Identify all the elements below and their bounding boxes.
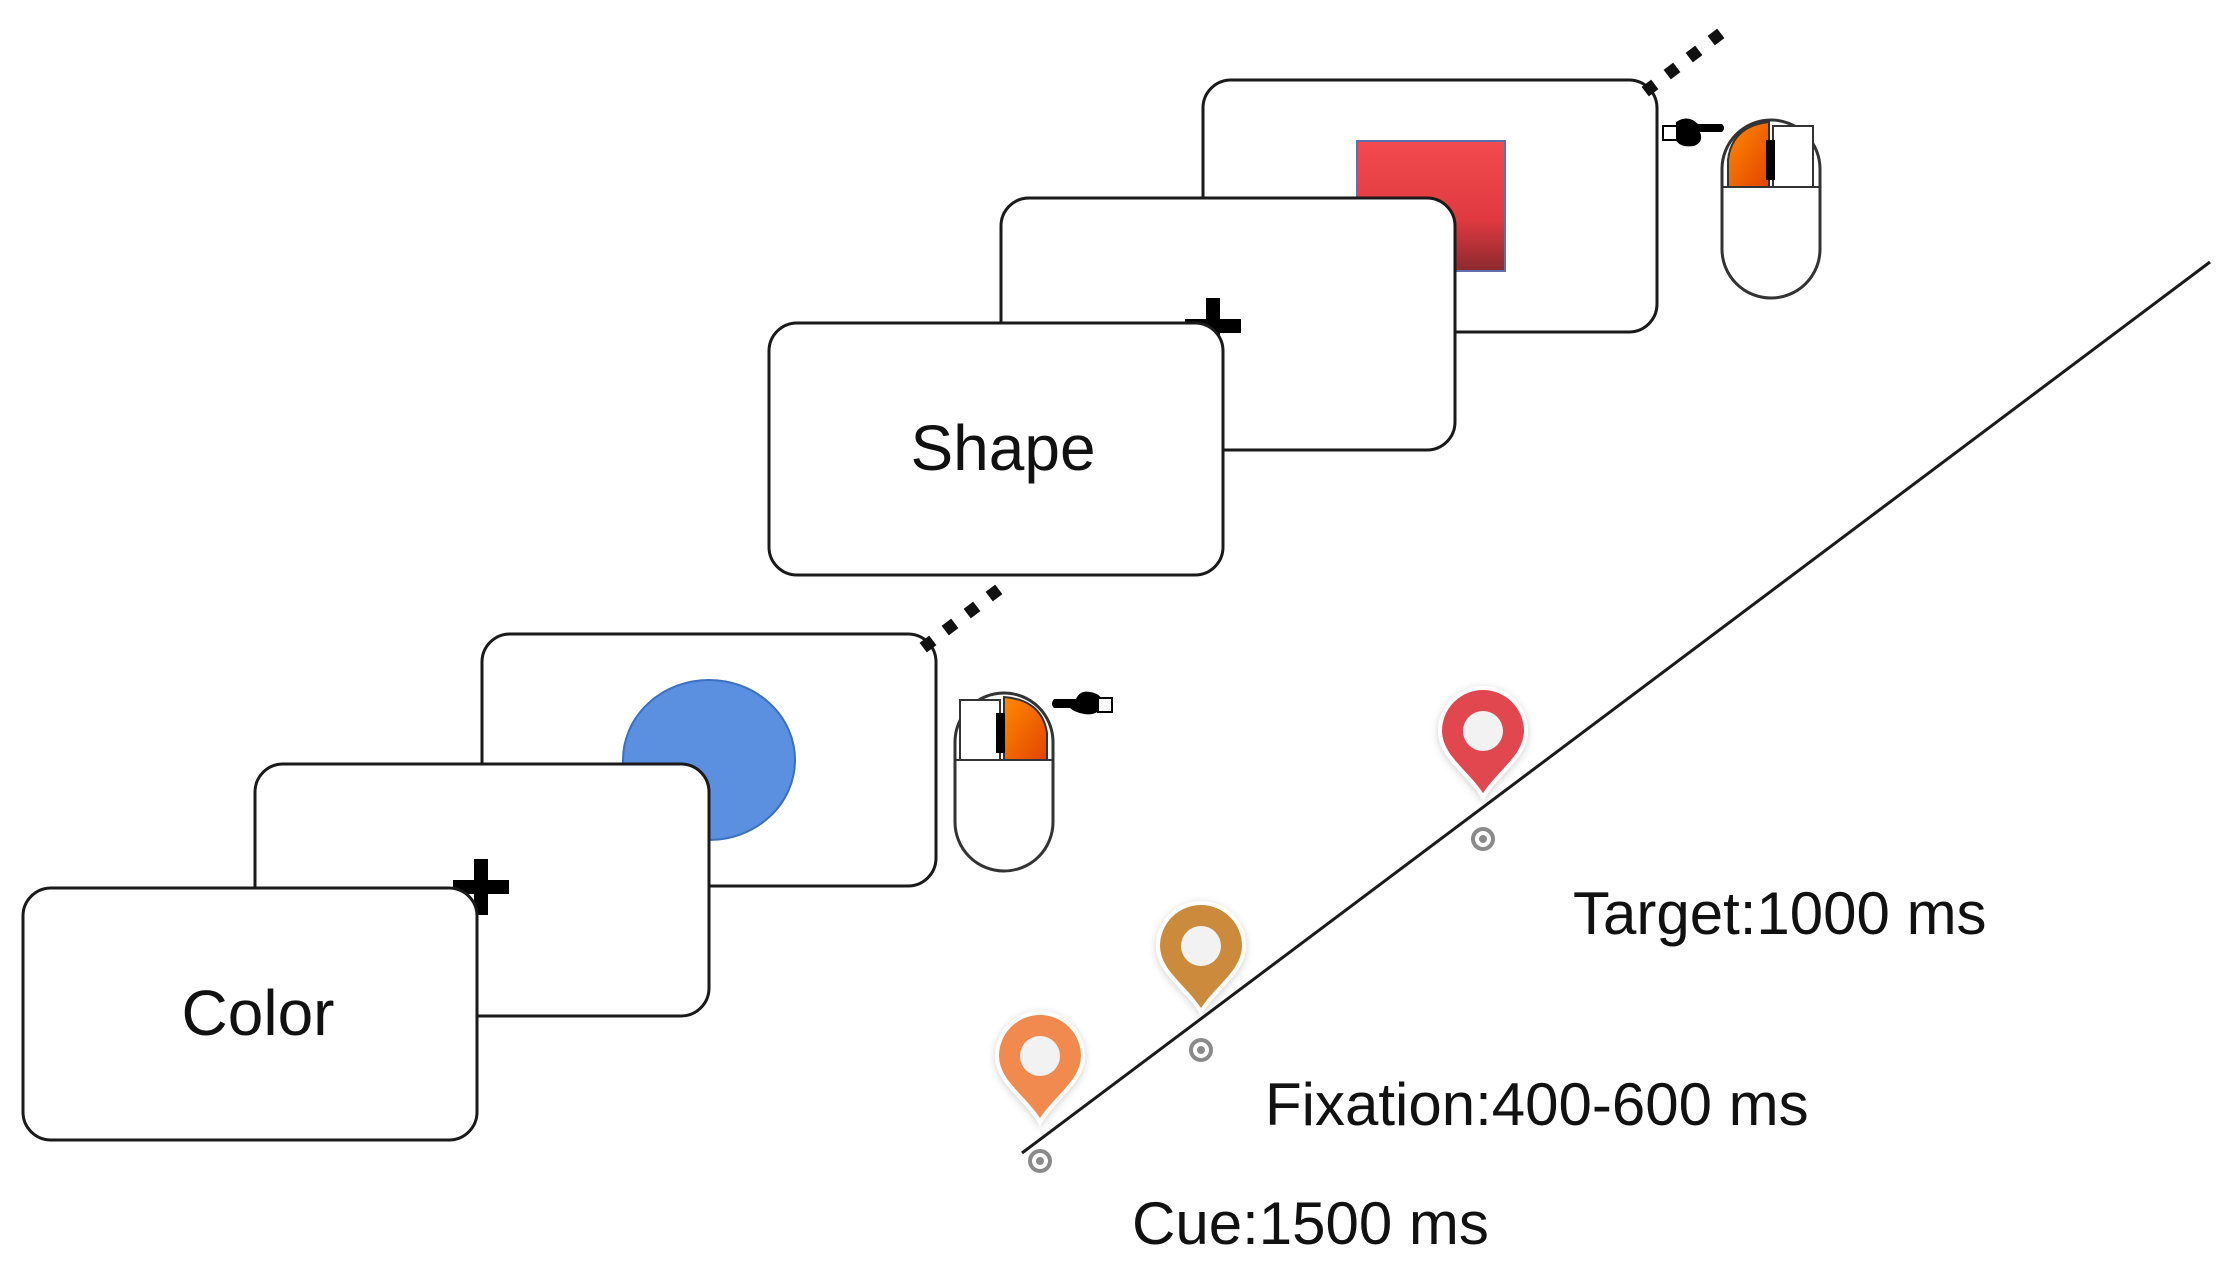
dots-separator-middle <box>919 584 1003 653</box>
mouse-icon <box>1720 118 1822 300</box>
target-marker <box>1437 686 1529 851</box>
timeline-axis <box>1021 260 2211 1155</box>
trial-1-sequence: Color <box>21 632 938 1142</box>
dots-separator-top <box>1641 28 1725 97</box>
fixation-marker <box>1155 901 1247 1062</box>
fixation-duration-label: Fixation:400-600 ms <box>1265 1071 1809 1138</box>
mouse-icon <box>953 691 1055 873</box>
cue-label-color: Color <box>182 977 335 1049</box>
cue-screen-color: Color <box>21 886 479 1142</box>
cue-screen-shape: Shape <box>767 321 1225 577</box>
pointing-hand-icon <box>1052 691 1113 715</box>
fixation-cross <box>453 859 509 915</box>
location-pin-icon <box>1155 901 1247 1016</box>
cue-marker <box>994 1011 1086 1173</box>
cue-duration-label: Cue:1500 ms <box>1132 1190 1489 1257</box>
location-pin-icon <box>994 1011 1086 1126</box>
trial-2-sequence: Shape <box>767 78 1659 577</box>
pointing-hand-icon <box>1662 118 1724 147</box>
location-pin-icon <box>1437 686 1529 801</box>
target-duration-label: Target:1000 ms <box>1573 880 1987 947</box>
cue-label-shape: Shape <box>910 412 1095 484</box>
